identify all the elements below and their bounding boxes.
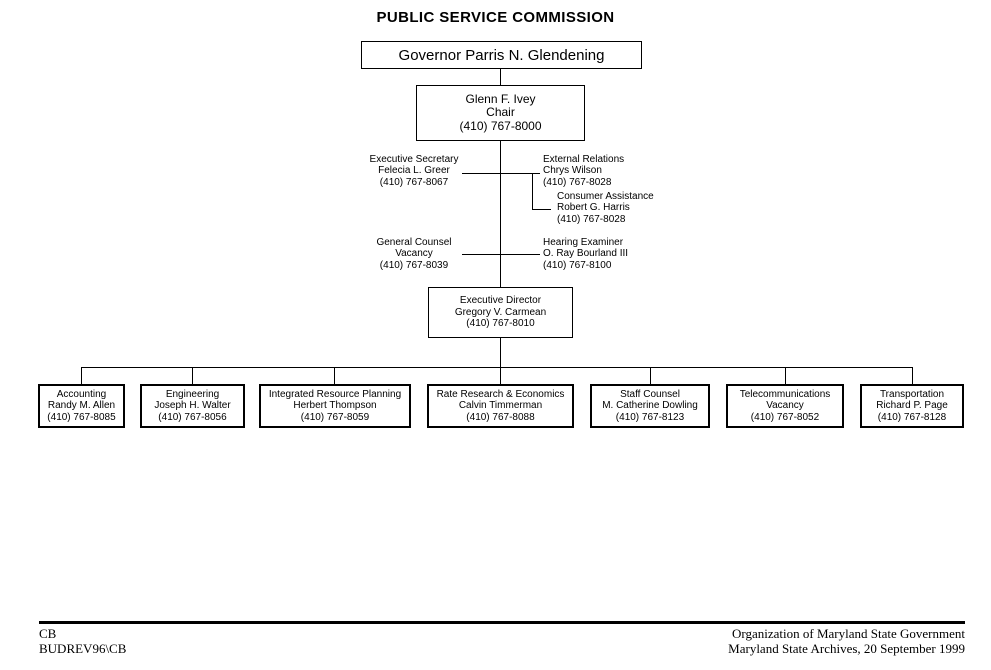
footer-left: CB BUDREV96\CB: [39, 626, 126, 656]
division-phone: (410) 767-8123: [615, 411, 685, 423]
connector-divisions-horizontal: [82, 367, 913, 368]
governor-box: Governor Parris N. Glendening: [361, 41, 642, 69]
office-person: O. Ray Bourland III: [543, 248, 629, 260]
consumer-assistance-label: Consumer Assistance Robert G. Harris (41…: [557, 191, 717, 225]
division-phone: (410) 767-8085: [47, 411, 116, 423]
division-title: Accounting: [56, 388, 107, 400]
office-person: Vacancy: [395, 248, 433, 260]
office-person: Chrys Wilson: [543, 165, 602, 177]
division-person: Calvin Timmerman: [458, 400, 543, 412]
connector-drop-accounting: [81, 367, 82, 384]
division-person: M. Catherine Dowling: [602, 400, 698, 412]
connector-drop-engineering: [192, 367, 193, 384]
page-title: PUBLIC SERVICE COMMISSION: [376, 9, 615, 26]
connector-consumer-assistance-horizontal: [532, 209, 551, 210]
office-title: Hearing Examiner: [543, 237, 624, 248]
chair-box: Glenn F. Ivey Chair (410) 767-8000: [416, 85, 585, 141]
general-counsel-label: General Counsel Vacancy (410) 767-8039: [344, 237, 484, 271]
footer-initials: CB: [39, 626, 57, 641]
division-box-rate-research-economics: Rate Research & Economics Calvin Timmerm…: [427, 384, 574, 428]
division-person: Joseph H. Walter: [154, 400, 231, 412]
chair-title: Glenn F. Ivey: [465, 91, 536, 106]
office-person: Gregory V. Carmean: [454, 306, 547, 318]
external-relations-label: External Relations Chrys Wilson (410) 76…: [543, 154, 703, 188]
division-title: Integrated Resource Planning: [268, 388, 402, 400]
connector-consumer-assistance-vertical: [532, 173, 533, 210]
division-phone: (410) 767-8052: [750, 411, 820, 423]
division-phone: (410) 767-8056: [158, 411, 227, 423]
division-title: Telecommunications: [739, 388, 831, 400]
connector-drop-transportation: [912, 367, 913, 384]
footer-publication: Organization of Maryland State Governmen…: [732, 626, 965, 641]
office-phone: (410) 767-8067: [379, 176, 449, 188]
connector-governor-chair: [500, 69, 501, 85]
office-title: Executive Secretary: [369, 154, 459, 165]
office-phone: (410) 767-8010: [466, 318, 535, 330]
footer-rule: [39, 621, 965, 624]
connector-drop-integrated-resource-planning: [334, 367, 335, 384]
footer-file-reference: BUDREV96\CB: [39, 641, 127, 656]
division-person: Randy M. Allen: [47, 400, 116, 412]
connector-level2-horizontal: [462, 254, 540, 255]
division-box-accounting: Accounting Randy M. Allen (410) 767-8085: [38, 384, 125, 428]
division-box-engineering: Engineering Joseph H. Walter (410) 767-8…: [140, 384, 245, 428]
office-title: Consumer Assistance: [557, 191, 654, 202]
connector-level1-horizontal: [462, 173, 540, 174]
connector-chair-executive-director: [500, 141, 501, 287]
division-phone: (410) 767-8088: [466, 411, 535, 423]
footer-right: Organization of Maryland State Governmen…: [465, 626, 965, 656]
division-title: Engineering: [165, 388, 220, 400]
division-person: Herbert Thompson: [293, 400, 377, 412]
connector-drop-staff-counsel: [650, 367, 651, 384]
division-box-transportation: Transportation Richard P. Page (410) 767…: [860, 384, 964, 428]
division-box-staff-counsel: Staff Counsel M. Catherine Dowling (410)…: [590, 384, 710, 428]
division-person: Richard P. Page: [876, 400, 948, 412]
division-person: Vacancy: [766, 400, 804, 412]
chair-phone: (410) 767-8000: [459, 118, 542, 133]
executive-secretary-label: Executive Secretary Felecia L. Greer (41…: [344, 154, 484, 188]
connector-executive-director-divisions: [500, 338, 501, 384]
office-phone: (410) 767-8028: [557, 213, 626, 225]
hearing-examiner-label: Hearing Examiner O. Ray Bourland III (41…: [543, 237, 703, 271]
office-phone: (410) 767-8100: [543, 259, 612, 271]
division-box-telecommunications: Telecommunications Vacancy (410) 767-805…: [726, 384, 844, 428]
division-box-integrated-resource-planning: Integrated Resource Planning Herbert Tho…: [259, 384, 411, 428]
executive-director-box: Executive Director Gregory V. Carmean (4…: [428, 287, 573, 338]
footer-archive-date: Maryland State Archives, 20 September 19…: [728, 641, 965, 656]
office-title: General Counsel: [376, 237, 452, 248]
office-title: Executive Director: [459, 295, 542, 307]
office-phone: (410) 767-8028: [543, 176, 612, 188]
division-phone: (410) 767-8128: [877, 411, 947, 423]
connector-drop-telecommunications: [785, 367, 786, 384]
governor-name: Governor Parris N. Glendening: [398, 46, 605, 64]
division-phone: (410) 767-8059: [300, 411, 370, 423]
division-title: Staff Counsel: [620, 388, 680, 400]
division-title: Transportation: [879, 388, 945, 400]
office-person: Felecia L. Greer: [378, 165, 450, 177]
office-title: External Relations: [543, 154, 625, 165]
office-person: Robert G. Harris: [557, 202, 630, 214]
chair-role: Chair: [486, 105, 515, 120]
division-title: Rate Research & Economics: [436, 388, 565, 400]
office-phone: (410) 767-8039: [379, 259, 449, 271]
